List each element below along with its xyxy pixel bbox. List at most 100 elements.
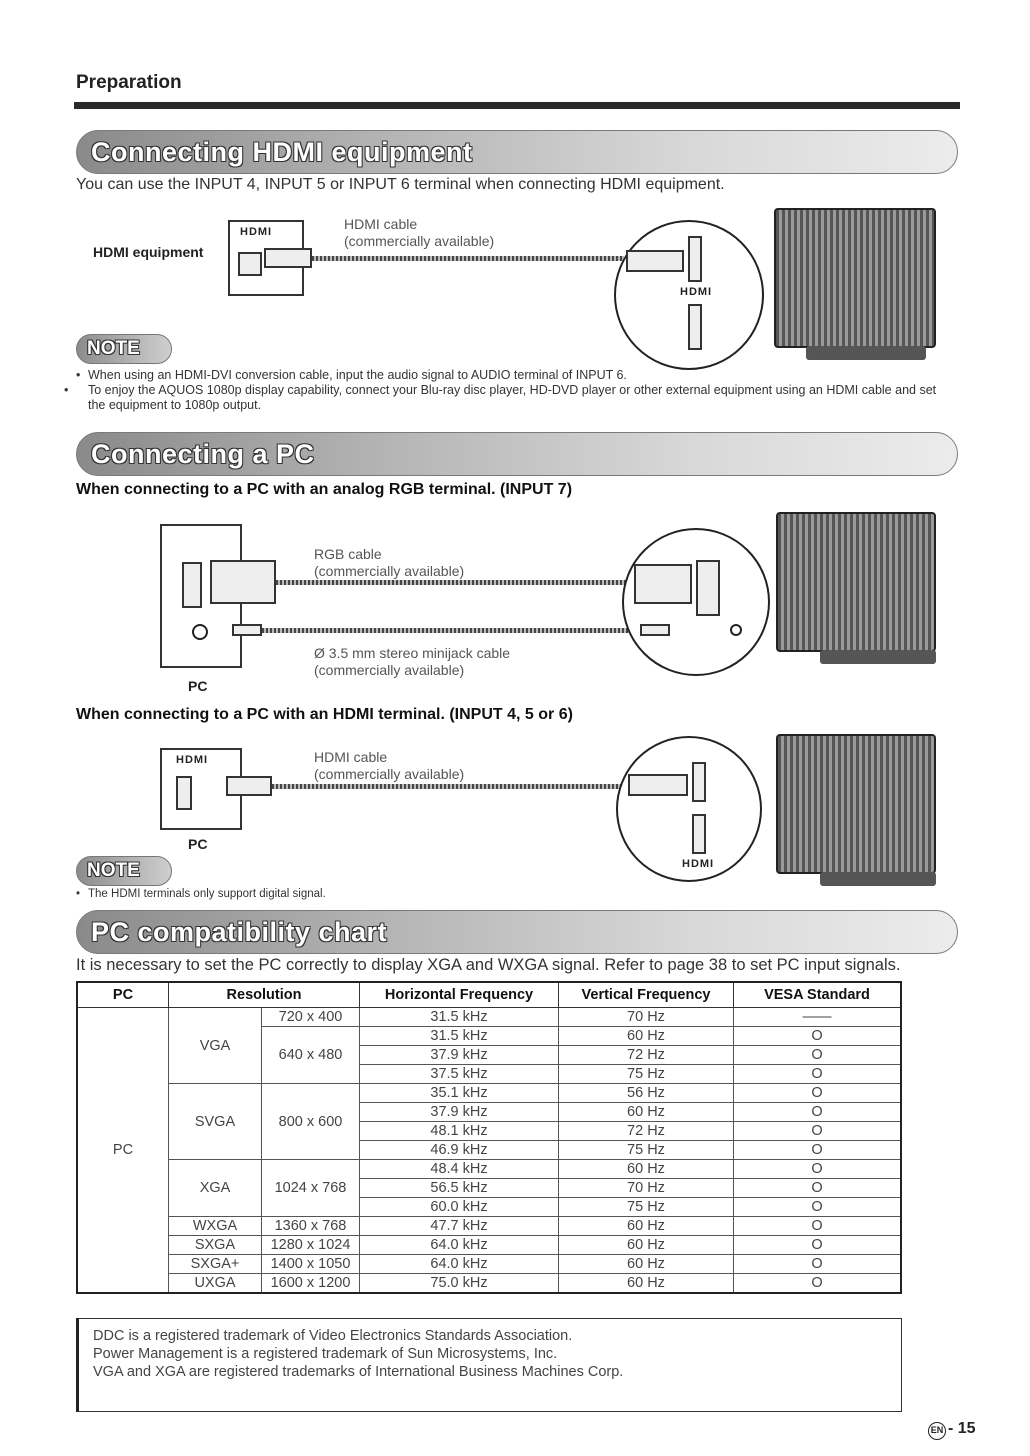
header-pc: PC <box>76 981 169 1008</box>
hdmi-cable-label: HDMI cable <box>314 749 388 765</box>
vesa-cell: O <box>733 1083 902 1103</box>
hfreq-cell: 37.9 kHz <box>359 1102 559 1122</box>
compat-intro: It is necessary to set the PC correctly … <box>76 956 901 974</box>
vesa-cell: O <box>733 1197 902 1217</box>
res-cell: 1600 x 1200 <box>261 1273 360 1294</box>
header-resolution: Resolution <box>168 981 360 1008</box>
hfreq-cell: 37.5 kHz <box>359 1064 559 1084</box>
analog-heading: When connecting to a PC with an analog R… <box>76 481 573 498</box>
trademark-box: DDC is a registered trademark of Video E… <box>76 1318 902 1412</box>
language-badge: EN <box>928 1422 946 1440</box>
vesa-cell: O <box>733 1216 902 1236</box>
vesa-cell: O <box>733 1064 902 1084</box>
res-cell: 720 x 400 <box>261 1007 360 1027</box>
page-number: - 15 <box>948 1420 976 1437</box>
hdmi-cable <box>272 784 628 789</box>
hdmi-port-input <box>692 762 706 802</box>
hdmi-intro: You can use the INPUT 4, INPUT 5 or INPU… <box>76 176 725 193</box>
audio-port-tv <box>730 624 742 636</box>
rgb-cable-note: (commercially available) <box>314 563 465 579</box>
hdmi-pc-heading: When connecting to a PC with an HDMI ter… <box>76 706 573 723</box>
tv-stand <box>820 650 936 664</box>
tv-rear-illustration <box>776 512 936 652</box>
trademark-line: DDC is a registered trademark of Video E… <box>93 1328 573 1344</box>
tv-rear-illustration <box>774 208 936 348</box>
vesa-cell: O <box>733 1178 902 1198</box>
note-item: •When using an HDMI-DVI conversion cable… <box>76 368 627 382</box>
res-cell: 1360 x 768 <box>261 1216 360 1236</box>
hdmi-port-input-2 <box>692 814 706 854</box>
note-badge-label: NOTE <box>87 860 140 881</box>
table-row: 37.9 kHz 72 Hz O <box>77 1045 902 1065</box>
hdmi-plug-left <box>226 776 272 796</box>
hfreq-cell: 35.1 kHz <box>359 1083 559 1103</box>
vfreq-cell: 75 Hz <box>558 1140 734 1160</box>
vfreq-cell: 56 Hz <box>558 1083 734 1103</box>
hdmi-equipment-label: HDMI equipment <box>93 244 204 260</box>
mode-cell: SXGA+ <box>168 1254 262 1274</box>
note-badge: NOTE <box>76 334 172 364</box>
res-cell: 1400 x 1050 <box>261 1254 360 1274</box>
header-rule <box>74 102 960 109</box>
trademark-line: Power Management is a registered tradema… <box>93 1346 558 1362</box>
minijack-plug-left <box>232 624 262 636</box>
hdmi-cable-label: HDMI cable <box>344 216 418 232</box>
vesa-cell: O <box>733 1102 902 1122</box>
hfreq-cell: 48.4 kHz <box>359 1159 559 1179</box>
compat-banner-title: PC compatibility chart <box>91 917 388 947</box>
vesa-cell: —— <box>733 1007 902 1027</box>
hdmi-port-input-2 <box>688 304 702 350</box>
hdmi-logo: HDMI <box>176 754 209 766</box>
rgb-port <box>182 562 202 608</box>
vesa-cell: O <box>733 1026 902 1046</box>
vfreq-cell: 60 Hz <box>558 1235 734 1255</box>
section-title: Preparation <box>76 72 182 93</box>
rgb-cable <box>276 580 632 585</box>
hfreq-cell: 46.9 kHz <box>359 1140 559 1160</box>
hfreq-cell: 60.0 kHz <box>359 1197 559 1217</box>
vesa-cell: O <box>733 1254 902 1274</box>
hdmi-cable-note: (commercially available) <box>344 233 495 249</box>
pc-label: PC <box>188 678 208 694</box>
note-item: •To enjoy the AQUOS 1080p display capabi… <box>64 383 937 412</box>
mode-cell: XGA <box>168 1159 262 1217</box>
mode-cell: SXGA <box>168 1235 262 1255</box>
hdmi-cable <box>312 256 624 261</box>
table-row: 56.5 kHz 70 Hz O <box>77 1178 902 1198</box>
hfreq-cell: 47.7 kHz <box>359 1216 559 1236</box>
res-cell: 1024 x 768 <box>261 1159 360 1217</box>
vfreq-cell: 60 Hz <box>558 1216 734 1236</box>
hdmi-plug-right <box>628 774 688 796</box>
table-row: 60.0 kHz 75 Hz O <box>77 1197 902 1217</box>
vfreq-cell: 70 Hz <box>558 1178 734 1198</box>
hdmi-logo-tv: HDMI <box>680 286 713 298</box>
mode-cell: VGA <box>168 1007 262 1084</box>
vesa-cell: O <box>733 1159 902 1179</box>
pc-banner-title: Connecting a PC <box>91 439 315 469</box>
vfreq-cell: 60 Hz <box>558 1159 734 1179</box>
vfreq-cell: 70 Hz <box>558 1007 734 1027</box>
vfreq-cell: 75 Hz <box>558 1197 734 1217</box>
hdmi-cable-note: (commercially available) <box>314 766 465 782</box>
hfreq-cell: 31.5 kHz <box>359 1026 559 1046</box>
tv-input7-callout <box>622 528 770 676</box>
vesa-cell: O <box>733 1045 902 1065</box>
pc-compat-table: PC Resolution Horizontal Frequency Verti… <box>76 981 902 1294</box>
vfreq-cell: 72 Hz <box>558 1121 734 1141</box>
table-row: WXGA 1360 x 768 47.7 kHz 60 Hz O <box>77 1216 902 1236</box>
res-cell: 800 x 600 <box>261 1083 360 1160</box>
pc-banner: Connecting a PC <box>76 432 958 476</box>
tv-hdmi-callout: HDMI <box>616 736 762 882</box>
vfreq-cell: 60 Hz <box>558 1026 734 1046</box>
compat-banner: PC compatibility chart <box>76 910 958 954</box>
hdmi-banner-title: Connecting HDMI equipment <box>91 137 473 167</box>
tv-stand <box>806 346 926 360</box>
table-row: SXGA 1280 x 1024 64.0 kHz 60 Hz O <box>77 1235 902 1255</box>
hdmi-port <box>176 776 192 810</box>
tv-stand <box>820 872 936 886</box>
audio-port <box>192 624 208 640</box>
mode-cell: UXGA <box>168 1273 262 1294</box>
rgb-cable-label: RGB cable <box>314 546 382 562</box>
vesa-cell: O <box>733 1273 902 1294</box>
hfreq-cell: 64.0 kHz <box>359 1254 559 1274</box>
